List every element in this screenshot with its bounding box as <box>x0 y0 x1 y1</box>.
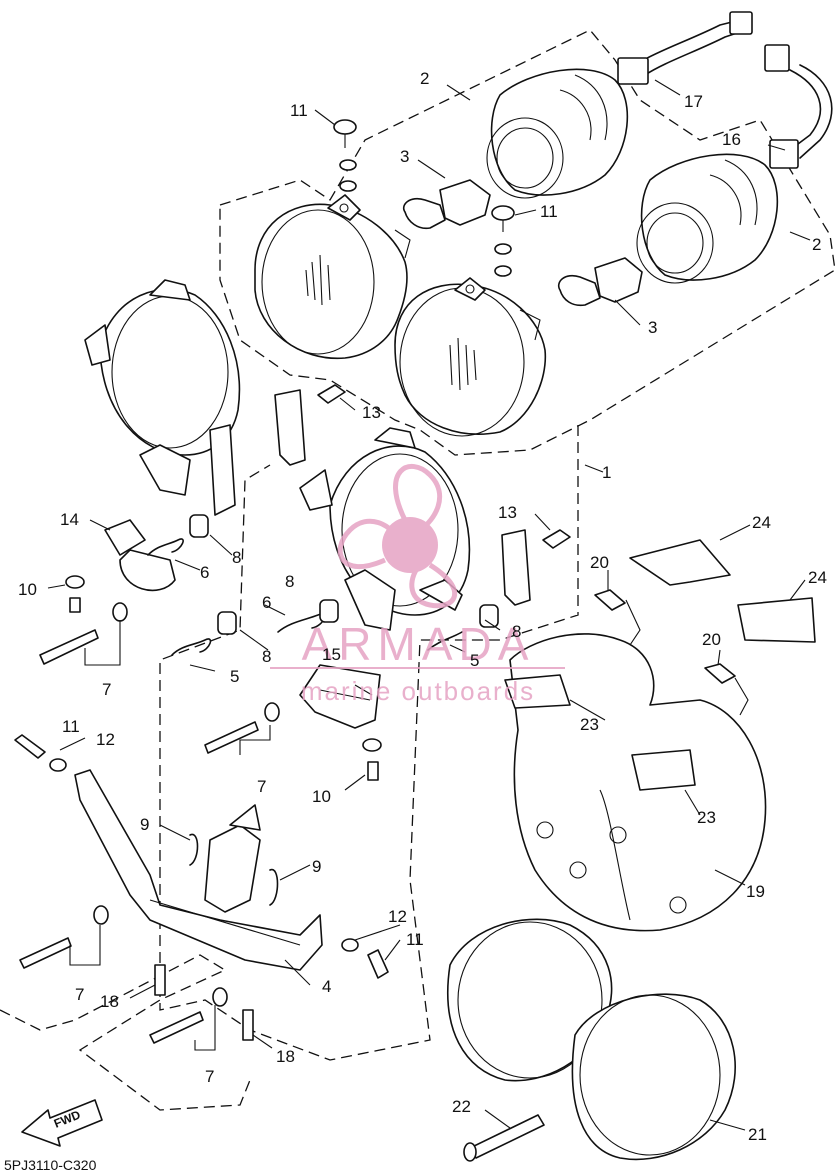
small-bolts-13 <box>317 384 571 549</box>
callout-6: 6 <box>200 563 209 582</box>
bulb-left <box>403 179 491 230</box>
wire-lead-17 <box>617 11 753 85</box>
headlight-unit-boundary <box>219 29 836 456</box>
callout-21: 21 <box>748 1125 767 1144</box>
callout-12: 12 <box>96 730 115 749</box>
callout-13: 13 <box>498 503 517 522</box>
callout-11: 11 <box>540 202 558 221</box>
wire-lead-16 <box>764 44 833 169</box>
callout-8: 8 <box>512 622 521 641</box>
washers-and-bolts-7 <box>19 602 280 1044</box>
callout-5: 5 <box>230 667 239 686</box>
callout-18: 18 <box>100 992 119 1011</box>
watermark-tagline: marine outboards <box>301 676 535 706</box>
rubber-cover-right <box>636 153 779 284</box>
springs <box>147 538 463 906</box>
callout-7: 7 <box>102 680 111 699</box>
callout-22: 22 <box>452 1097 471 1116</box>
watermark-brand: ARMADA <box>302 618 535 670</box>
headlight-rim-21 <box>446 918 736 1161</box>
callout-8: 8 <box>232 548 241 567</box>
callout-19: 19 <box>746 882 765 901</box>
callout-23: 23 <box>580 715 599 734</box>
callout-5: 5 <box>470 651 479 670</box>
small-screws-10 <box>65 575 382 781</box>
side-plates-13 <box>274 389 531 606</box>
callout-9: 9 <box>312 857 321 876</box>
callout-23: 23 <box>697 808 716 827</box>
sealed-beam-unit-left <box>254 194 411 360</box>
fwd-arrow: FWD <box>21 1099 103 1147</box>
callout-8: 8 <box>285 572 294 591</box>
bolts-11-12 <box>14 734 389 979</box>
callout-3: 3 <box>648 318 657 337</box>
callout-13: 13 <box>362 403 381 422</box>
callout-20: 20 <box>702 630 721 649</box>
callout-20: 20 <box>590 553 609 572</box>
callout-8: 8 <box>262 647 271 666</box>
callout-14: 14 <box>60 510 79 529</box>
callout-24: 24 <box>808 568 827 587</box>
callout-2: 2 <box>812 235 821 254</box>
bolts-20 <box>594 589 736 684</box>
callout-17: 17 <box>684 92 703 111</box>
callout-10: 10 <box>18 580 37 599</box>
propeller-logo <box>337 463 457 609</box>
clamp-14 <box>104 519 176 592</box>
callout-11: 11 <box>62 717 80 736</box>
callout-15: 15 <box>322 645 341 664</box>
callout-16: 16 <box>722 130 741 149</box>
bulb-right <box>558 257 643 307</box>
bolts-18 <box>154 964 254 1041</box>
lower-bracket-4 <box>74 769 323 971</box>
rubber-pads-23 <box>504 674 696 791</box>
callout-11: 11 <box>406 930 424 949</box>
leader-lines <box>47 79 811 1131</box>
callout-3: 3 <box>400 147 409 166</box>
callout-18: 18 <box>276 1047 295 1066</box>
callout-7: 7 <box>205 1067 214 1086</box>
callout-9: 9 <box>140 815 149 834</box>
callout-4: 4 <box>322 977 331 996</box>
callout-10: 10 <box>312 787 331 806</box>
callout-labels: 1 2 2 3 3 4 5 5 6 6 7 7 7 7 8 8 8 8 9 9 … <box>18 69 827 1144</box>
clamp-15 <box>299 664 381 729</box>
callout-1: 1 <box>602 463 611 482</box>
callout-6: 6 <box>262 593 271 612</box>
sealed-beam-unit-right <box>394 277 547 437</box>
small-screws-top <box>333 119 515 277</box>
bracket-assembly-boundary <box>0 425 579 1111</box>
bolt-22 <box>463 1114 545 1162</box>
callout-2: 2 <box>420 69 429 88</box>
callout-24: 24 <box>752 513 771 532</box>
armada-watermark: ARMADA marine outboards <box>270 463 565 706</box>
callout-11: 11 <box>290 101 308 120</box>
callout-12: 12 <box>388 907 407 926</box>
callout-7: 7 <box>257 777 266 796</box>
callout-7: 7 <box>75 985 84 1004</box>
headlight-ring-left <box>84 279 241 516</box>
bushings-8 <box>189 514 499 635</box>
diagram-code: 5PJ3110-C320 <box>4 1157 97 1173</box>
rubber-cover-left <box>486 68 629 199</box>
plates-24 <box>629 539 816 643</box>
